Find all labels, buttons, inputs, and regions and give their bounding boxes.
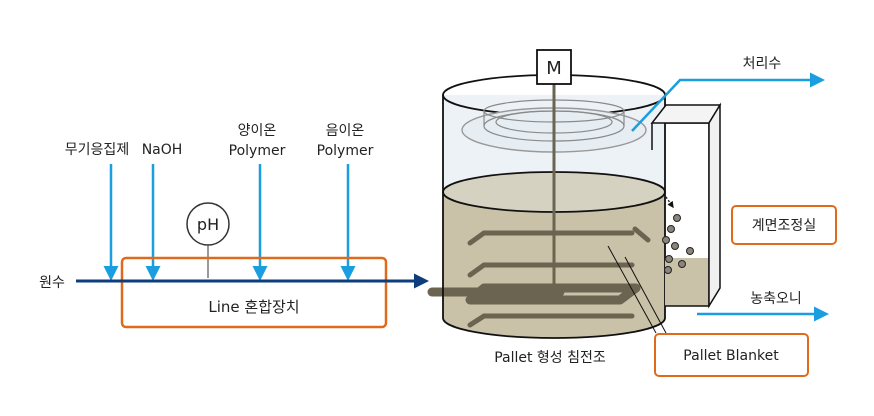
motor-label: M: [546, 58, 562, 79]
side-chamber-sludge: [665, 258, 709, 306]
line-mixer-label: Line 혼합장치: [208, 298, 299, 316]
interface-control-room-box: [731, 205, 837, 245]
pallet-blanket-leader-2: [624, 256, 667, 334]
pallet-blanket-box: [654, 333, 809, 377]
concentrated-sludge-label: 농축오니: [750, 291, 802, 307]
floc-flow-arrow: [665, 196, 674, 209]
floc-particles: [662, 214, 694, 274]
cationic-polymer-label-1: 양이온: [238, 123, 277, 139]
line-mixer-box: [120, 256, 388, 329]
tank-name-label: Pallet 형성 침전조: [494, 350, 606, 366]
cationic-polymer-label-2: Polymer: [229, 143, 286, 159]
anionic-polymer-label-2: Polymer: [317, 143, 374, 159]
anionic-polymer-label-1: 음이온: [326, 123, 365, 139]
raw-water-label: 원수: [39, 275, 65, 291]
pallet-blanket-leader-1: [607, 245, 657, 334]
treated-water-line: [631, 72, 825, 132]
pallet-blanket-label: Pallet Blanket: [683, 348, 779, 364]
ph-meter-label: pH: [197, 215, 219, 234]
naoh-label: NaOH: [142, 142, 183, 158]
motor-box: [536, 49, 572, 85]
side-chamber-side: [708, 102, 721, 309]
inorganic-coagulant-label: 무기응집제: [65, 142, 129, 158]
rake-arms: [467, 226, 651, 328]
treated-water-label: 처리수: [743, 56, 782, 72]
interface-control-room-label: 계면조정실: [752, 218, 816, 234]
